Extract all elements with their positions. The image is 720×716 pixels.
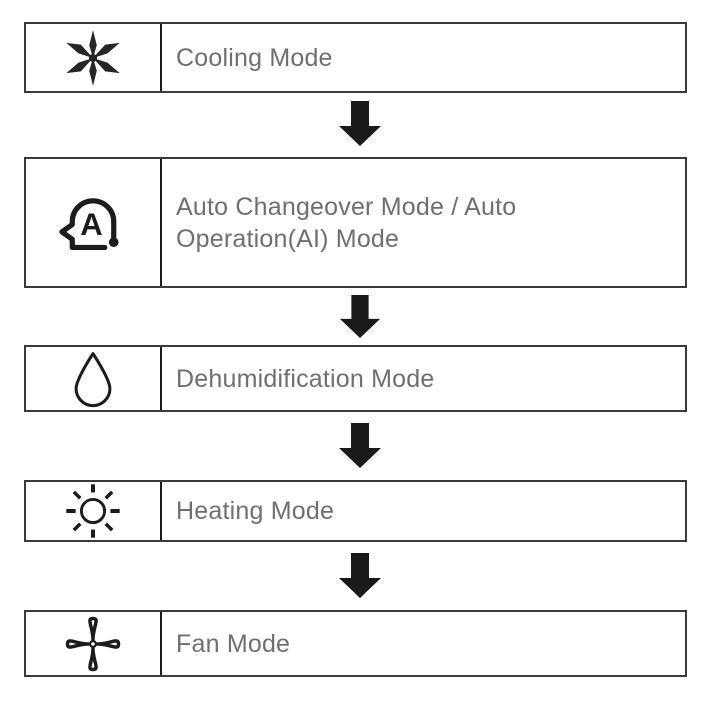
flow-row-dehumidification: Dehumidification Mode [24, 345, 687, 412]
arrow-down-icon [339, 423, 381, 468]
mode-label-auto: Auto Changeover Mode / Auto Operation(AI… [176, 192, 517, 253]
icon-cell-fan [26, 612, 162, 675]
label-cell-heating: Heating Mode [162, 482, 685, 540]
mode-label-dehumidification: Dehumidification Mode [176, 364, 435, 393]
mode-label-heating: Heating Mode [176, 497, 335, 525]
arrow-down-icon [339, 295, 381, 339]
flow-arrow-4 [0, 548, 720, 604]
flow-row-fan: Fan Mode [24, 610, 687, 677]
arrow-down-icon [339, 101, 381, 146]
svg-text:A: A [80, 206, 102, 241]
flow-arrow-1 [0, 98, 720, 150]
label-cell-dehumidification: Dehumidification Mode [162, 347, 685, 410]
label-cell-auto: Auto Changeover Mode / Auto Operation(AI… [162, 159, 685, 286]
icon-cell-cooling [26, 24, 162, 91]
label-cell-fan: Fan Mode [162, 612, 685, 675]
mode-label-fan: Fan Mode [176, 629, 291, 658]
arrow-down-icon [339, 553, 381, 598]
flow-arrow-3 [0, 418, 720, 474]
flow-row-auto: A Auto Changeover Mode / Auto Operation(… [24, 157, 687, 288]
label-cell-cooling: Cooling Mode [162, 24, 685, 91]
flow-row-heating: Heating Mode [24, 480, 687, 542]
icon-cell-heating [26, 482, 162, 540]
auto-changeover-a-icon: A [59, 197, 119, 250]
flow-arrow-2 [0, 294, 720, 340]
icon-cell-dehumidification [26, 347, 162, 410]
flow-row-cooling: Cooling Mode [24, 22, 687, 93]
sun-icon [66, 484, 120, 538]
icon-cell-auto: A [26, 159, 162, 286]
fan-blade-icon [65, 616, 121, 671]
mode-label-cooling: Cooling Mode [176, 43, 333, 72]
water-droplet-icon [74, 351, 112, 407]
snowflake-icon [66, 29, 120, 86]
